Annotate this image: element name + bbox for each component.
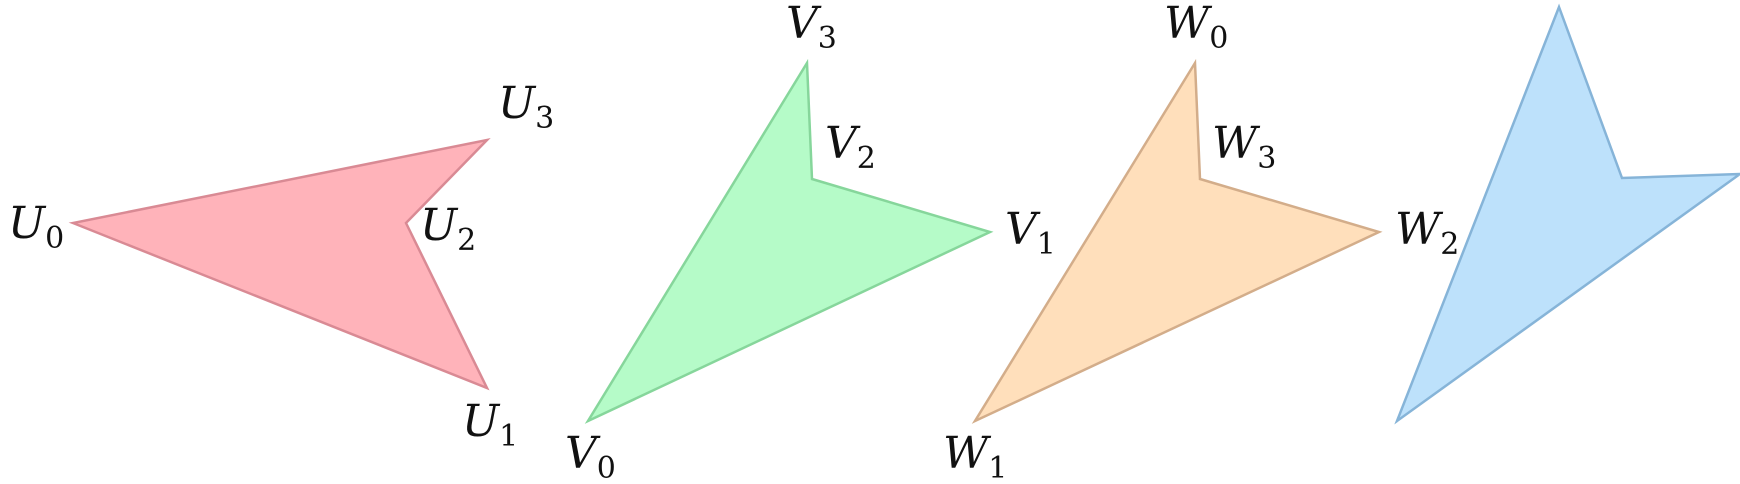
polygon-u bbox=[68, 137, 491, 391]
label-w3: W3 bbox=[1212, 118, 1276, 176]
polygon-unlabeled bbox=[1394, 3, 1740, 425]
label-w0: W0 bbox=[1164, 0, 1228, 56]
label-v3: V3 bbox=[786, 0, 837, 56]
label-u2: U2 bbox=[420, 200, 476, 258]
label-v1: V1 bbox=[1005, 204, 1056, 262]
label-u1: U1 bbox=[462, 396, 518, 454]
polygon-w bbox=[971, 58, 1383, 424]
label-w2: W2 bbox=[1395, 204, 1459, 262]
label-v0: V0 bbox=[565, 428, 616, 484]
label-u3: U3 bbox=[498, 78, 554, 136]
polygon-v bbox=[584, 58, 994, 424]
label-v2: V2 bbox=[825, 118, 876, 176]
label-w1: W1 bbox=[943, 428, 1007, 484]
label-u0: U0 bbox=[8, 198, 64, 256]
